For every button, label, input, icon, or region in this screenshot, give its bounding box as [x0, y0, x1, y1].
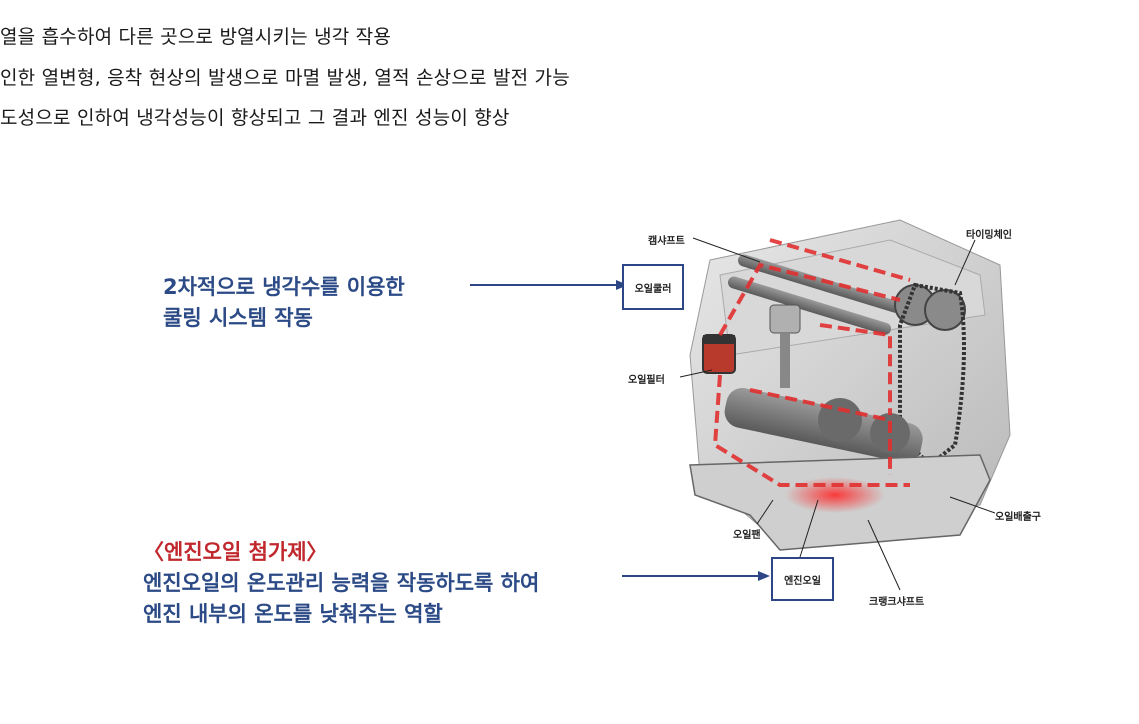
- engine-oil-label-box: 엔진오일: [771, 557, 834, 601]
- oil-cooler-label-box: 오일쿨러: [622, 264, 684, 310]
- cooling-note: 2차적으로 냉각수를 이용한 쿨링 시스템 작동: [163, 272, 405, 334]
- bullet-line-2: 인한 열변형, 응착 현상의 발생으로 마멸 발생, 열적 손상으로 발전 가능: [0, 67, 570, 89]
- oil-flow-paths: [712, 238, 911, 487]
- timing-chain-label: 타이밍체인: [966, 230, 1012, 241]
- bullet-line-3: 도성으로 인하여 냉각성능이 향상되고 그 결과 엔진 성능이 향상: [0, 107, 510, 129]
- oil-filter-label: 오일필터: [628, 375, 665, 386]
- oil-additive-arrow: [622, 571, 770, 581]
- oil-additive-title: 〈엔진오일 첨가제〉: [143, 540, 328, 564]
- engine-cutaway-illustration: [689, 219, 1011, 551]
- oil-drain-label: 오일배출구: [995, 512, 1041, 523]
- oil-additive-note: 〈엔진오일 첨가제〉 엔진오일의 온도관리 능력을 작동하도록 하여 엔진 내부…: [143, 537, 539, 630]
- crankshaft-label: 크랭크샤프트: [869, 597, 925, 608]
- oil-additive-line-2: 엔진 내부의 온도를 낮춰주는 역할: [143, 602, 443, 626]
- oil-pan-label: 오일팬: [733, 530, 761, 541]
- camshaft-lower: [727, 276, 892, 335]
- camshaft-label: 캠샤프트: [648, 236, 685, 247]
- oil-additive-line-1: 엔진오일의 온도관리 능력을 작동하도록 하여: [143, 571, 540, 595]
- bullet-line-1: 열을 흡수하여 다른 곳으로 방열시키는 냉각 작용: [0, 26, 392, 48]
- cooling-note-line-1: 2차적으로 냉각수를 이용한: [163, 275, 405, 299]
- cooling-note-line-2: 쿨링 시스템 작동: [163, 306, 313, 330]
